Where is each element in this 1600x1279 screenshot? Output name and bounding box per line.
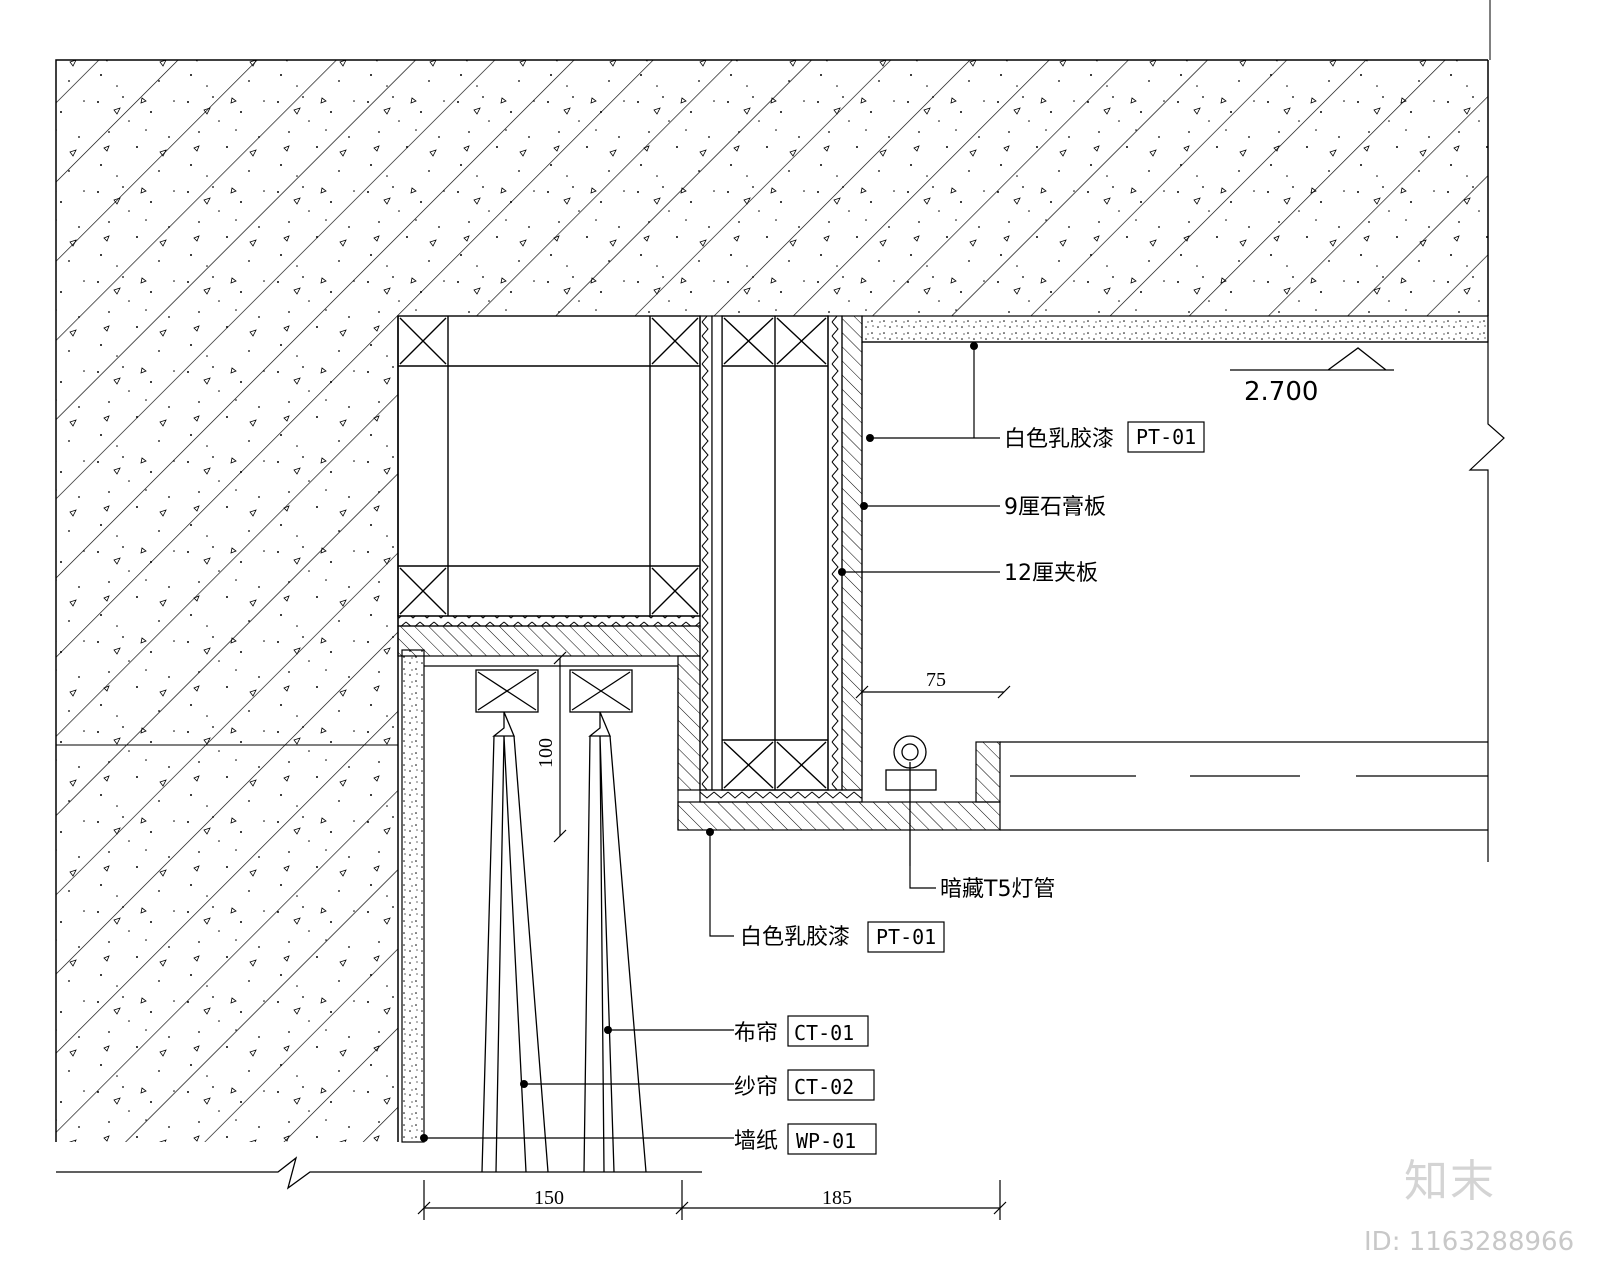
- callout-curtain: 布帘: [734, 1021, 778, 1046]
- callout-gypsum-board: 9厘石膏板: [1004, 495, 1106, 520]
- level-marker: 2.700: [1230, 347, 1394, 407]
- callout-ceiling-paint: 白色乳胶漆: [1004, 427, 1114, 452]
- callout-wallpaper: 墙纸: [734, 1129, 778, 1154]
- t5-light: [885, 735, 937, 866]
- callout-sheer-code: CT-02: [794, 1075, 854, 1099]
- dimension-lines: [417, 651, 1011, 1220]
- callout-plywood: 12厘夹板: [1004, 561, 1098, 586]
- dimension-150: 150: [534, 1187, 564, 1209]
- timber-framing: [397, 315, 829, 791]
- dimension-100: 100: [535, 738, 557, 768]
- concrete-structure: [55, 0, 1491, 1142]
- ceiling-plaster-layer: [401, 315, 1489, 1143]
- watermark-id: ID: 1163288966: [1364, 1227, 1574, 1257]
- callout-pocket-paint-code: PT-01: [876, 925, 936, 949]
- level-value: 2.700: [1244, 377, 1318, 407]
- floor-break-line: [56, 1156, 702, 1190]
- curtain-tracks: [475, 669, 647, 1173]
- callout-sheer: 纱帘: [734, 1075, 778, 1100]
- dimension-75: 75: [926, 669, 946, 691]
- callout-hidden-light: 暗藏T5灯管: [940, 877, 1055, 902]
- leader-dots: [420, 342, 978, 1142]
- callout-pocket-paint: 白色乳胶漆: [740, 925, 850, 950]
- callout-curtain-code: CT-01: [794, 1021, 854, 1045]
- ceiling-lines: [861, 316, 1505, 862]
- callout-wallpaper-code: WP-01: [796, 1129, 856, 1153]
- dimension-185: 185: [822, 1187, 852, 1209]
- callout-ceiling-paint-code: PT-01: [1136, 425, 1196, 449]
- leader-lines: [424, 346, 1205, 1155]
- board-layers: [397, 315, 1001, 831]
- watermark-logo: 知末: [1404, 1156, 1496, 1207]
